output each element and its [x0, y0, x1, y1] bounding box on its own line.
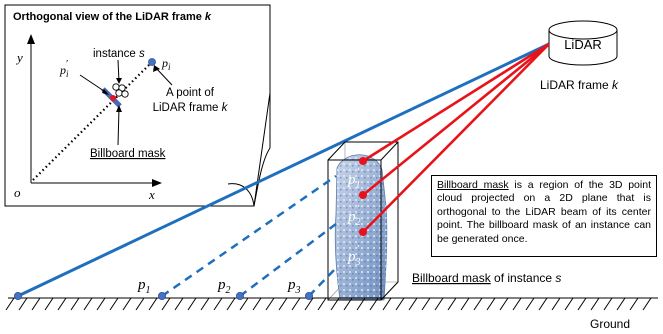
hatch-mark — [421, 297, 431, 311]
inset-title: Orthogonal view of the LiDAR frame k — [13, 11, 212, 23]
hatch-mark — [174, 297, 184, 311]
orthogonal-view-panel: Orthogonal view of the LiDAR frame k y x… — [4, 4, 271, 207]
hatch-mark — [83, 297, 93, 311]
point-of-frame-pointer — [155, 67, 173, 86]
page-curl — [253, 93, 271, 207]
ground-point-p3 — [304, 291, 313, 300]
inset-beam-line — [32, 61, 153, 181]
hatch-mark — [265, 297, 275, 311]
p2-prime-label: p2′ — [347, 203, 361, 228]
instance-cluster — [112, 83, 129, 98]
hatch-mark — [460, 297, 470, 311]
inset-billboard-label: Billboard mask — [90, 148, 166, 160]
hatch-mark — [70, 297, 80, 311]
hatch-mark — [213, 297, 223, 311]
hatch-mark — [447, 297, 457, 311]
p1-prime-label: p1′ — [347, 166, 361, 191]
ground-point-origin — [13, 291, 22, 300]
y-axis-arrow — [27, 34, 35, 44]
hatch-mark — [356, 297, 366, 311]
hatch-mark — [317, 297, 327, 311]
hatch-mark — [96, 297, 106, 311]
point-of-frame-label-line1: A point of — [166, 87, 215, 99]
hatch-mark — [135, 297, 145, 311]
hatch-mark — [343, 297, 353, 311]
lidar-device-label: LiDAR — [564, 37, 602, 52]
hatch-mark — [603, 297, 613, 311]
hatch-mark — [629, 297, 639, 311]
hatch-mark — [252, 297, 262, 311]
hatch-mark — [18, 297, 28, 311]
hatch-mark — [642, 297, 652, 311]
instance-object-box — [327, 141, 399, 301]
hatch-mark — [499, 297, 509, 311]
ground-beam — [17, 42, 550, 298]
hatch-mark — [330, 297, 340, 311]
hatch-mark — [161, 297, 171, 311]
p-prime-label: pi′ — [59, 59, 69, 79]
projected-point-1 — [359, 157, 367, 165]
hatch-mark — [239, 297, 249, 311]
y-axis-label: y — [15, 50, 23, 65]
hatch-mark — [590, 297, 600, 311]
instance-label: instance s — [93, 48, 145, 60]
ground-label: Ground — [590, 317, 630, 331]
hatch-mark — [512, 297, 522, 311]
hatch-mark — [473, 297, 483, 311]
hatch-mark — [122, 297, 132, 311]
hatch-mark — [226, 297, 236, 311]
hatch-mark — [395, 297, 405, 311]
hatch-mark — [434, 297, 444, 311]
projected-point-2 — [359, 191, 367, 199]
hatch-mark — [564, 297, 574, 311]
projected-point-red — [110, 95, 116, 101]
hatch-mark — [31, 297, 41, 311]
p3-label: p3 — [287, 277, 301, 296]
hatch-mark — [148, 297, 158, 311]
ground-ray-dashes — [161, 174, 337, 298]
note-text: is a region of the 3D point cloud projec… — [437, 179, 651, 245]
hatch-mark — [616, 297, 626, 311]
point-pi — [148, 58, 156, 66]
hatch-mark — [369, 297, 379, 311]
hatch-mark — [200, 297, 210, 311]
hatch-mark — [44, 297, 54, 311]
projected-point-3 — [359, 228, 367, 236]
ground-hatching — [5, 297, 652, 311]
hatch-mark — [291, 297, 301, 311]
point-of-frame-label-line2: LiDAR frame k — [153, 102, 229, 114]
hatch-mark — [278, 297, 288, 311]
hatch-mark — [577, 297, 587, 311]
p-i-label: pi — [161, 56, 171, 72]
hatch-mark — [525, 297, 535, 311]
p2-label: p2 — [217, 277, 231, 296]
p1-label: p1 — [137, 277, 151, 296]
p-prime-pointer — [79, 74, 108, 94]
note-underlined: Billboard mask — [437, 179, 509, 191]
billboard-pointer — [117, 107, 120, 146]
hatch-mark — [408, 297, 418, 311]
hatch-mark — [5, 297, 15, 311]
red-rays — [362, 42, 550, 233]
ground — [5, 297, 658, 311]
hatch-mark — [382, 297, 392, 311]
hatch-mark — [57, 297, 67, 311]
ground-point-p2 — [235, 291, 244, 300]
hatch-mark — [187, 297, 197, 311]
billboard-caption: Billboard mask of instance s — [412, 271, 561, 285]
hatch-mark — [551, 297, 561, 311]
billboard-note: Billboard mask is a region of the 3D poi… — [431, 175, 657, 257]
hatch-mark — [538, 297, 548, 311]
origin-label: o — [14, 185, 21, 200]
x-axis-label: x — [148, 187, 155, 202]
lidar-device: LiDAR — [548, 20, 618, 66]
hatch-mark — [109, 297, 119, 311]
x-axis-arrow — [152, 179, 162, 187]
lidar-frame-label: LiDAR frame k — [540, 78, 619, 92]
ground-point-p1 — [157, 291, 166, 300]
hatch-mark — [486, 297, 496, 311]
p3-prime-label: p3′ — [347, 243, 361, 268]
hatch-mark — [304, 297, 314, 311]
